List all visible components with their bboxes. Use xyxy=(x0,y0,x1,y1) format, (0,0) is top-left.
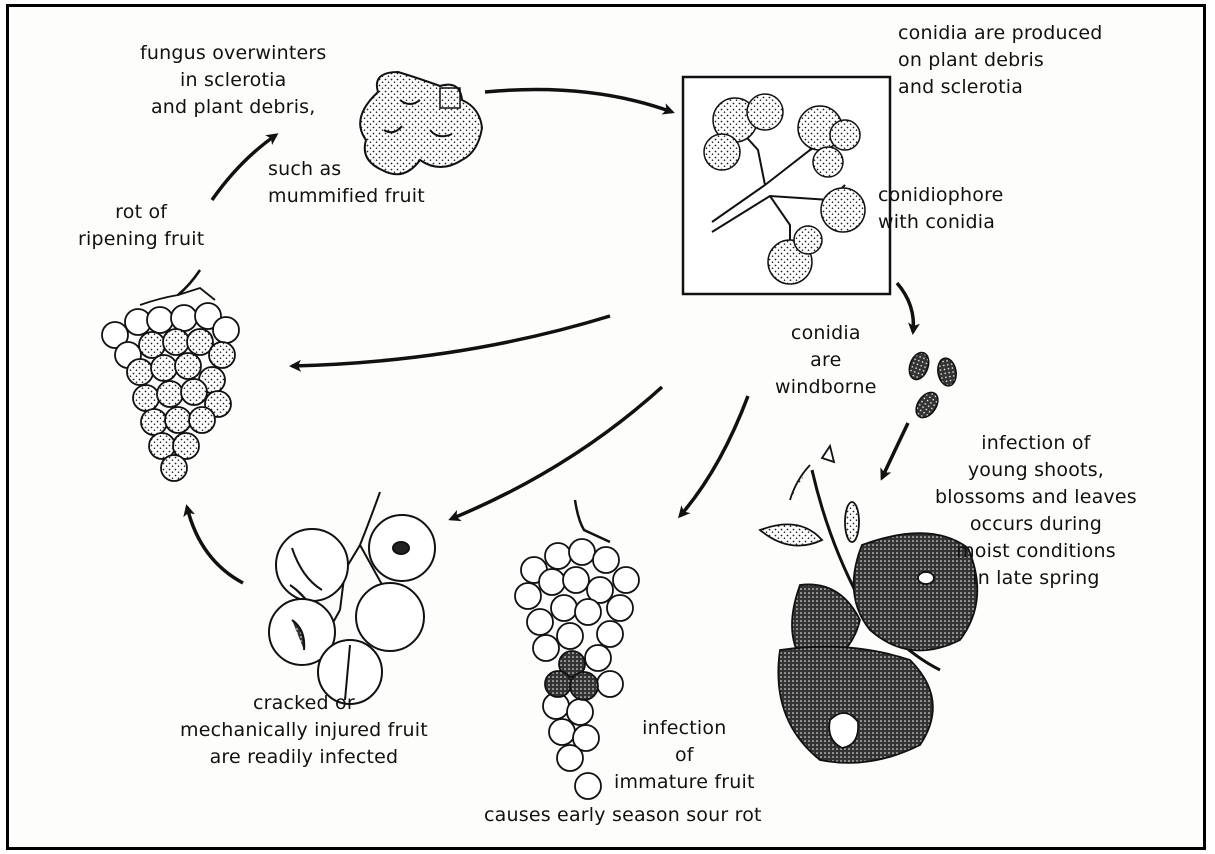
arrow-to-rot xyxy=(187,507,243,583)
label-conidia-windborne: conidia are windborne xyxy=(775,320,877,401)
label-mummified-fruit: such as mummified fruit xyxy=(268,156,425,210)
arrow-to-shoots xyxy=(882,423,908,478)
windborne-spores xyxy=(906,350,959,422)
label-rot-ripening-fruit: rot of ripening fruit xyxy=(78,199,204,253)
cracked-fruit-illustration xyxy=(269,492,435,704)
arrow-to-ripening-cluster xyxy=(292,316,610,366)
arrow-to-sclerotia xyxy=(212,135,276,200)
label-cracked-fruit: cracked or mechanically injured fruit ar… xyxy=(180,690,428,771)
ripening-cluster-illustration xyxy=(102,270,239,481)
label-early-season-sour-rot: causes early season sour rot xyxy=(484,802,762,829)
label-conidiophore: conidiophore with conidia xyxy=(878,182,1004,236)
arrow-to-immature-cluster xyxy=(680,396,748,516)
label-fungus-overwinters: fungus overwinters in sclerotia and plan… xyxy=(140,40,327,121)
label-infection-immature-fruit: infection of immature fruit xyxy=(614,715,755,796)
label-conidia-produced: conidia are produced on plant debris and… xyxy=(898,20,1103,101)
arrow-to-windborne xyxy=(897,283,913,332)
arrow-to-cracked-fruit xyxy=(451,387,662,519)
label-infection-young-shoots: infection of young shoots, blossoms and … xyxy=(935,430,1137,592)
conidiophore-box xyxy=(683,77,890,294)
arrow-to-conidia-box xyxy=(485,90,672,113)
